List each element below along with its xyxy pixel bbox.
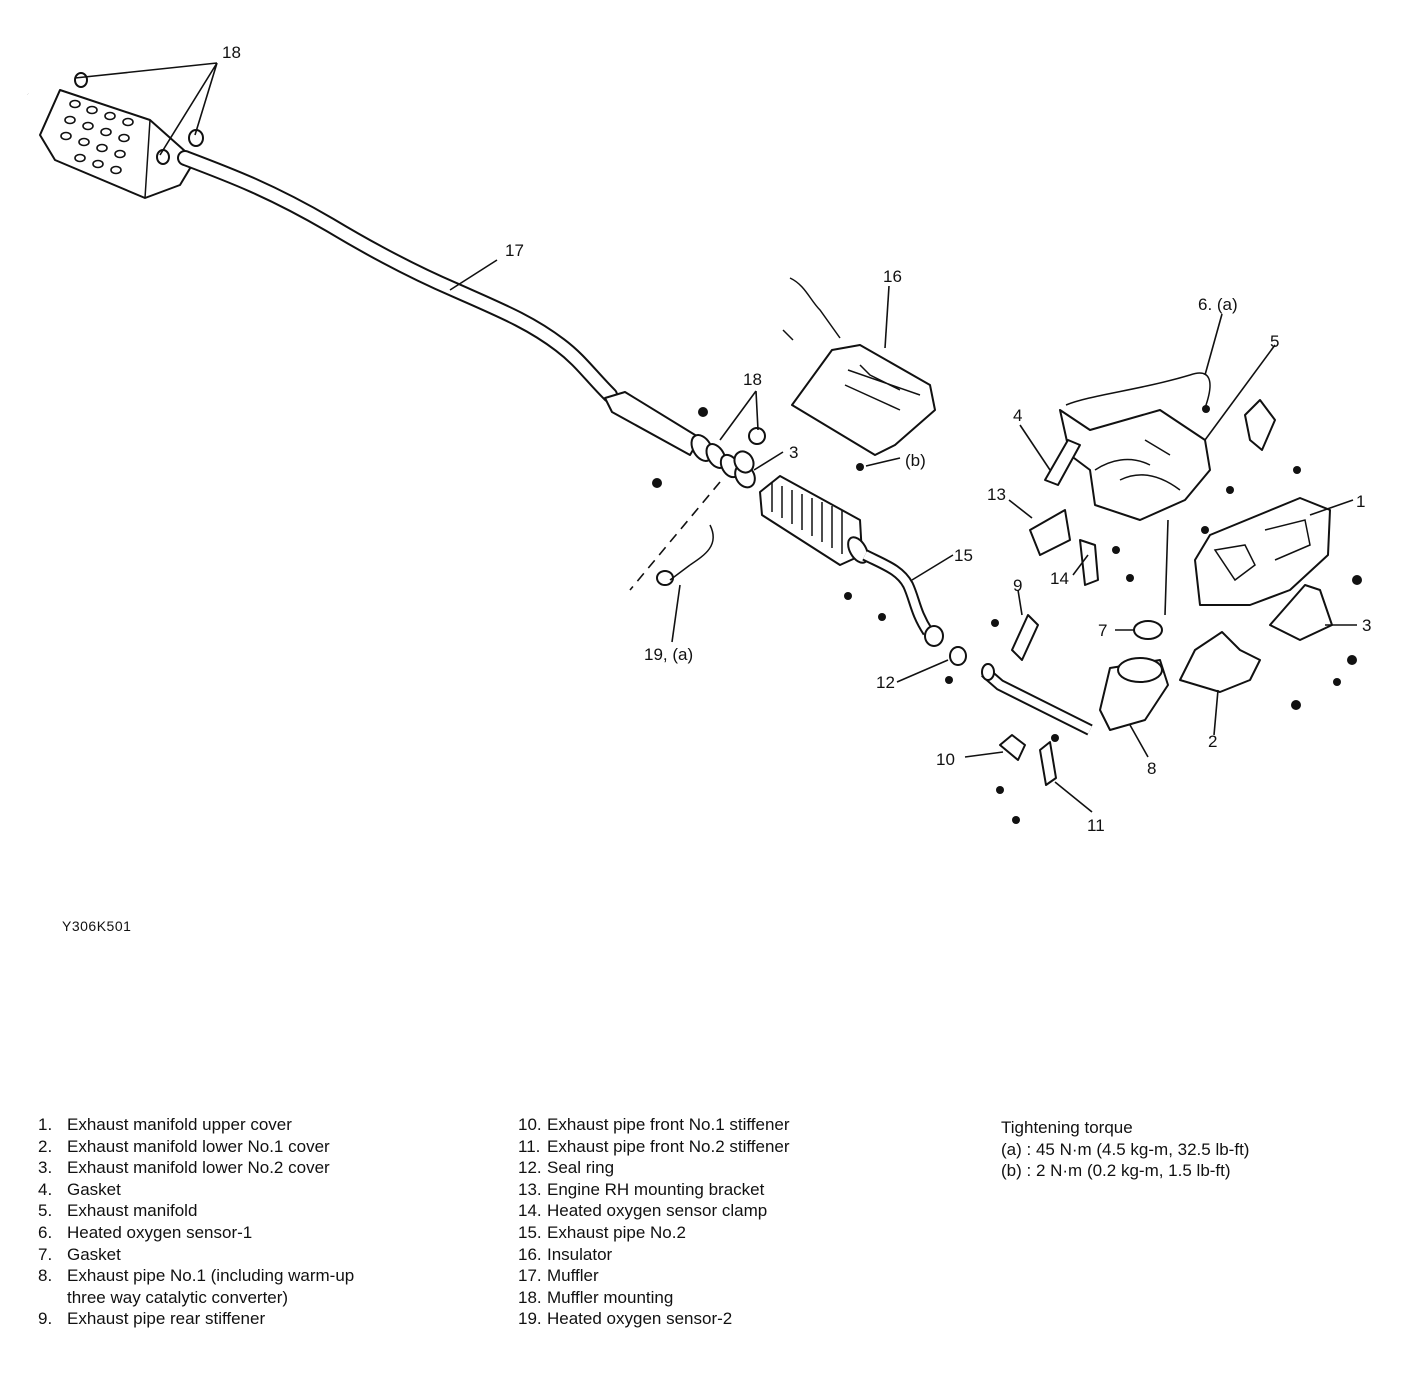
callout-3-right: 3 bbox=[1362, 616, 1371, 635]
callout-2: 2 bbox=[1208, 732, 1217, 751]
legend-item: 2.Exhaust manifold lower No.1 cover bbox=[38, 1136, 330, 1156]
callout-1: 1 bbox=[1356, 492, 1365, 511]
insulator bbox=[782, 277, 936, 471]
legend-item: 18.Muffler mounting bbox=[518, 1287, 674, 1307]
legend-item: 3.Exhaust manifold lower No.2 cover bbox=[38, 1158, 330, 1178]
legend-item: 6.Heated oxygen sensor-1 bbox=[38, 1222, 253, 1242]
callout-5: 5 bbox=[1270, 332, 1279, 351]
legend-item: 5.Exhaust manifold bbox=[38, 1201, 198, 1221]
legend-item: 4.Gasket bbox=[38, 1179, 121, 1199]
legend-item: 11.Exhaust pipe front No.2 stiffener bbox=[518, 1136, 790, 1156]
callout-14: 14 bbox=[1050, 569, 1069, 588]
callout-18-mid: 18 bbox=[743, 370, 762, 389]
legend-item: 17.Muffler bbox=[518, 1266, 599, 1286]
legend-item: 1.Exhaust manifold upper cover bbox=[38, 1115, 292, 1134]
callout-16: 16 bbox=[883, 267, 902, 286]
exhaust-system-diagram: 18 17 16 6. (a) 5 18 4 3 (b) 13 1 15 14 … bbox=[26, 43, 1371, 835]
legend-item: 10.Exhaust pipe front No.1 stiffener bbox=[518, 1115, 790, 1134]
callout-labels: 18 17 16 6. (a) 5 18 4 3 (b) 13 1 15 14 … bbox=[222, 43, 1371, 835]
exhaust-pipe-no1 bbox=[981, 620, 1169, 736]
legend-item: 13.Engine RH mounting bracket bbox=[518, 1179, 765, 1199]
callout-15: 15 bbox=[954, 546, 973, 565]
callout-19: 19, (a) bbox=[644, 645, 693, 664]
legend-item: 8.Exhaust pipe No.1 (including warm-up t… bbox=[38, 1266, 355, 1307]
legend-item: 15.Exhaust pipe No.2 bbox=[518, 1222, 686, 1242]
callout-12: 12 bbox=[876, 673, 895, 692]
leader-lines bbox=[74, 62, 1357, 813]
heated-oxygen-sensor-2 bbox=[629, 481, 721, 591]
torque-a: (a) : 45 N·m (4.5 kg-m, 32.5 lb-ft) bbox=[1001, 1139, 1250, 1159]
exhaust-pipe-no2 bbox=[759, 475, 967, 666]
torque-b: (b) : 2 N·m (0.2 kg-m, 1.5 lb-ft) bbox=[1001, 1161, 1231, 1180]
legend-item: 7.Gasket bbox=[38, 1244, 121, 1264]
legend-column-2: 10.Exhaust pipe front No.1 stiffener 11.… bbox=[518, 1114, 958, 1330]
legend-item: 14.Heated oxygen sensor clamp bbox=[518, 1201, 768, 1221]
muffler bbox=[26, 72, 204, 199]
callout-18-top: 18 bbox=[222, 43, 241, 62]
callout-11: 11 bbox=[1087, 816, 1105, 835]
legend-item: 16.Insulator bbox=[518, 1244, 613, 1264]
tightening-torque: Tightening torque (a) : 45 N·m (4.5 kg-m… bbox=[1001, 1117, 1249, 1182]
legend-column-1: 1.Exhaust manifold upper cover 2.Exhaust… bbox=[38, 1114, 458, 1330]
legend-item: 19.Heated oxygen sensor-2 bbox=[518, 1309, 733, 1329]
callout-13: 13 bbox=[987, 485, 1006, 504]
callout-10: 10 bbox=[936, 750, 955, 769]
exhaust-manifold-lower-covers bbox=[1179, 584, 1357, 710]
exhaust-manifold bbox=[1044, 372, 1276, 521]
callout-4: 4 bbox=[1013, 406, 1022, 425]
callout-3-mid: 3 bbox=[789, 443, 798, 462]
callout-7: 7 bbox=[1098, 621, 1107, 640]
exhaust-manifold-upper-cover bbox=[1194, 466, 1362, 606]
callout-8: 8 bbox=[1147, 759, 1156, 778]
stiffeners-and-brackets bbox=[844, 509, 1134, 824]
callout-6: 6. (a) bbox=[1198, 295, 1238, 314]
legend-item: 9.Exhaust pipe rear stiffener bbox=[38, 1309, 266, 1329]
callout-17: 17 bbox=[505, 241, 524, 260]
callout-9: 9 bbox=[1013, 576, 1022, 595]
callout-b: (b) bbox=[905, 451, 926, 470]
muffler-mounting-small bbox=[652, 407, 766, 488]
torque-title: Tightening torque bbox=[1001, 1118, 1133, 1137]
drawing-code: Y306K501 bbox=[62, 918, 132, 934]
exhaust-pipe-main bbox=[177, 150, 756, 489]
legend-item: 12.Seal ring bbox=[518, 1158, 615, 1178]
